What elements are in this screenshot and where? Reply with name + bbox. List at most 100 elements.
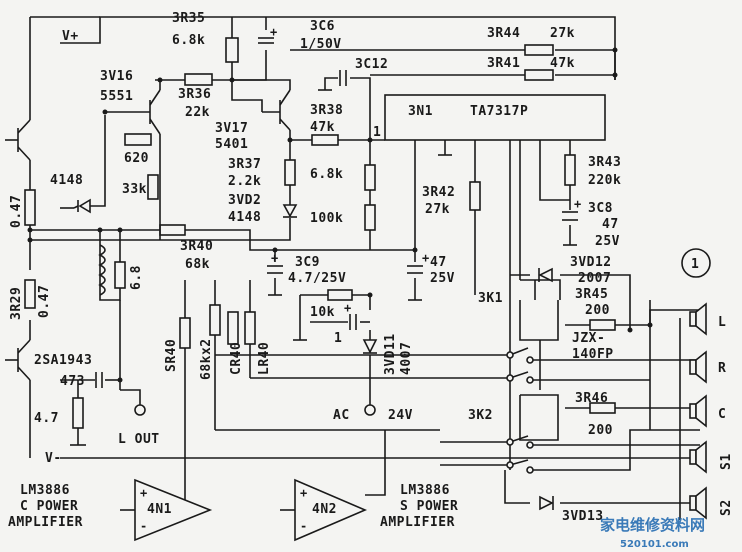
resistor-coil-68	[114, 261, 126, 289]
label-3c8-val: 47	[602, 217, 619, 232]
relay-contacts	[506, 347, 534, 474]
resistor-047a	[24, 189, 36, 226]
label-3r35-val: 6.8k	[172, 33, 205, 48]
speaker-r	[689, 350, 707, 384]
resistor-68k-b	[364, 164, 376, 191]
label-3vd13: 3VD13	[562, 509, 604, 524]
watermark-text: 家电维修资料网	[600, 516, 705, 534]
label-3r36-val: 22k	[185, 105, 210, 120]
label-3r44-val: 27k	[550, 26, 575, 41]
label-amplifier-c: AMPLIFIER	[8, 515, 83, 530]
resistor-3r36	[184, 73, 213, 86]
label-24v: 24V	[388, 408, 413, 423]
label-3c8: 3C8	[588, 201, 613, 216]
label-speaker-c: C	[718, 407, 726, 422]
capacitor-3c8: +	[562, 197, 581, 221]
svg-text:+: +	[270, 25, 277, 39]
resistor-33k	[147, 174, 159, 200]
label-68kx2: 68kx2	[199, 338, 214, 380]
label-amplifier-s: AMPLIFIER	[380, 515, 455, 530]
svg-text:+: +	[300, 486, 307, 500]
label-speaker-s2: S2	[719, 499, 734, 516]
amplifiers: + - + -	[120, 478, 368, 542]
capacitor-3c6: +	[258, 25, 277, 44]
label-3r37-val: 2.2k	[228, 174, 261, 189]
resistor-620	[124, 133, 152, 146]
label-4148: 4148	[50, 173, 83, 188]
svg-text:+: +	[344, 301, 351, 315]
terminal-ac	[364, 404, 376, 416]
label-3r42-val: 27k	[425, 202, 450, 217]
svg-text:+: +	[271, 251, 278, 265]
label-3r46: 3R46	[575, 391, 608, 406]
label-3r45-val: 200	[585, 303, 610, 318]
label-10k: 10k	[310, 305, 335, 320]
label-speaker-s1: S1	[719, 453, 734, 470]
svg-text:+: +	[140, 486, 147, 500]
resistor-47	[72, 397, 84, 429]
label-047a: 0.47	[9, 195, 24, 228]
label-3v17-val: 5401	[215, 137, 248, 152]
label-pin1: 1	[373, 125, 381, 140]
speaker-c	[689, 394, 707, 428]
diode-3vd11	[362, 339, 378, 354]
diode-4148	[73, 115, 106, 214]
label-3c6: 3C6	[310, 19, 335, 34]
label-3r42: 3R42	[422, 185, 455, 200]
label-3vd11-val: 4007	[399, 342, 414, 375]
label-620: 620	[124, 151, 149, 166]
label-4n1: 4N1	[147, 502, 172, 517]
label-3r43-val: 220k	[588, 173, 621, 188]
label-3r41-val: 47k	[550, 56, 575, 71]
svg-text:+: +	[574, 197, 581, 211]
transistor-top-output	[5, 119, 31, 161]
label-3r40: 3R40	[180, 239, 213, 254]
label-3vd11: 3VD11	[383, 333, 398, 375]
label-c-power: C POWER	[20, 499, 78, 514]
label-047b: 0.47	[37, 285, 52, 318]
resistor-sr40	[179, 317, 191, 349]
watermark-url: 520101.com	[620, 539, 689, 550]
label-3c8-v: 25V	[595, 234, 620, 249]
resistor-3r35	[225, 37, 239, 63]
diode-3vd13	[539, 495, 554, 511]
resistor-cr40	[227, 311, 239, 345]
label-3r38-val: 47k	[310, 120, 335, 135]
label-lout: L OUT	[118, 432, 160, 447]
resistor-3r44	[524, 44, 554, 56]
label-3vd2-val: 4148	[228, 210, 261, 225]
svg-text:+: +	[422, 251, 429, 265]
label-140fp: 140FP	[572, 347, 614, 362]
label-3r46-val: 200	[588, 423, 613, 438]
resistor-68kx2	[209, 304, 221, 336]
diode-3vd2	[282, 204, 298, 218]
label-68k-b: 6.8k	[310, 167, 343, 182]
label-3c12: 3C12	[355, 57, 388, 72]
capacitors: + + + + +	[95, 25, 581, 388]
label-cr40: CR40	[229, 342, 244, 375]
label-3v17: 3V17	[215, 121, 248, 136]
label-c1: 1	[334, 331, 342, 346]
transistor-2sa1943	[5, 339, 31, 381]
capacitor-3c12	[339, 70, 347, 86]
label-33k: 33k	[122, 182, 147, 197]
capacitor-3c9: +	[267, 251, 283, 274]
transistor-3v17	[231, 80, 291, 131]
label-100k: 100k	[310, 211, 343, 226]
resistor-3r29	[24, 279, 36, 309]
resistor-100k	[364, 204, 376, 231]
svg-text:-: -	[140, 519, 147, 533]
resistor-lr40	[244, 311, 256, 345]
label-3vd12: 3VD12	[570, 255, 612, 270]
label-v-plus: V+	[62, 29, 79, 44]
label-c47: 47	[430, 255, 447, 270]
figure-number: 1	[691, 257, 699, 272]
label-lr40: LR40	[257, 342, 272, 375]
resistor-3r40	[159, 224, 186, 236]
label-c47-v: 25V	[430, 271, 455, 286]
resistor-3r38	[311, 134, 339, 146]
label-coil-68: 6.8	[129, 265, 144, 290]
resistor-3r46	[589, 402, 616, 414]
capacitor-47: +	[407, 251, 429, 274]
